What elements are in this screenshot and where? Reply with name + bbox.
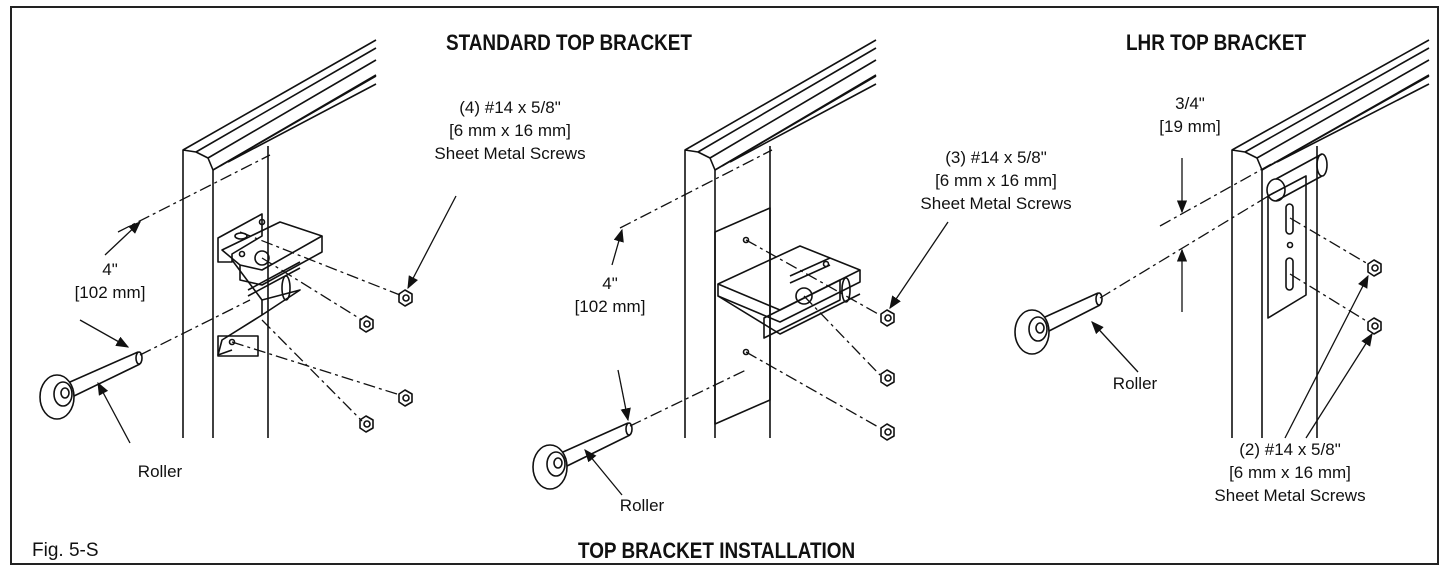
middle-track: [684, 39, 877, 438]
left-screws: [359, 289, 413, 433]
left-screw-callout: (4) #14 x 5/8" [6 mm x 16 mm] Sheet Meta…: [400, 96, 620, 165]
figure-number: Fig. 5-S: [32, 540, 99, 561]
middle-screw-type: Sheet Metal Screws: [920, 194, 1072, 213]
middle-roller: [532, 422, 633, 490]
main-heading: TOP BRACKET INSTALLATION: [578, 538, 856, 563]
middle-screw-callout: (3) #14 x 5/8" [6 mm x 16 mm] Sheet Meta…: [886, 146, 1106, 215]
middle-screw-qty: (3) #14 x 5/8": [945, 148, 1047, 167]
middle-leaders: [584, 221, 949, 496]
right-bracket: [1266, 153, 1328, 319]
middle-dimension-inch: 4": [602, 274, 618, 293]
right-dimension-inch: 3/4": [1175, 94, 1205, 113]
right-dimension-mm: [19 mm]: [1159, 117, 1221, 136]
middle-centerlines: [619, 149, 881, 429]
standard-heading: STANDARD TOP BRACKET: [446, 30, 692, 55]
left-dimension-inch: 4": [102, 260, 118, 279]
lhr-heading: LHR TOP BRACKET: [1126, 30, 1307, 55]
left-screw-qty: (4) #14 x 5/8": [459, 98, 561, 117]
right-screws: [1367, 259, 1382, 335]
left-screw-metric: [6 mm x 16 mm]: [449, 121, 571, 140]
middle-dimension: 4" [102 mm]: [520, 272, 700, 318]
left-dimension-mm: [102 mm]: [74, 283, 146, 302]
left-dimension: 4" [102 mm]: [20, 258, 200, 304]
left-roller: [39, 351, 143, 420]
middle-screws: [880, 309, 895, 441]
left-roller-label: Roller: [137, 462, 183, 481]
left-screw-type: Sheet Metal Screws: [434, 144, 586, 163]
left-centerlines: [117, 154, 401, 422]
left-track: [182, 39, 377, 438]
left-leaders: [79, 195, 457, 444]
middle-screw-metric: [6 mm x 16 mm]: [935, 171, 1057, 190]
right-screw-callout: (2) #14 x 5/8" [6 mm x 16 mm] Sheet Meta…: [1180, 438, 1400, 507]
figure-frame: [10, 6, 1439, 565]
right-track: [1231, 39, 1430, 438]
right-dimension: 3/4" [19 mm]: [1130, 92, 1250, 138]
right-roller-label: Roller: [1112, 374, 1158, 393]
right-leaders: [1091, 158, 1373, 439]
middle-dimension-mm: [102 mm]: [574, 297, 646, 316]
middle-bracket: [714, 207, 861, 425]
right-roller: [1014, 292, 1103, 355]
right-screw-type: Sheet Metal Screws: [1214, 486, 1366, 505]
right-screw-metric: [6 mm x 16 mm]: [1229, 463, 1351, 482]
middle-roller-label: Roller: [619, 496, 665, 515]
right-centerlines: [1099, 161, 1369, 323]
right-screw-qty: (2) #14 x 5/8": [1239, 440, 1341, 459]
